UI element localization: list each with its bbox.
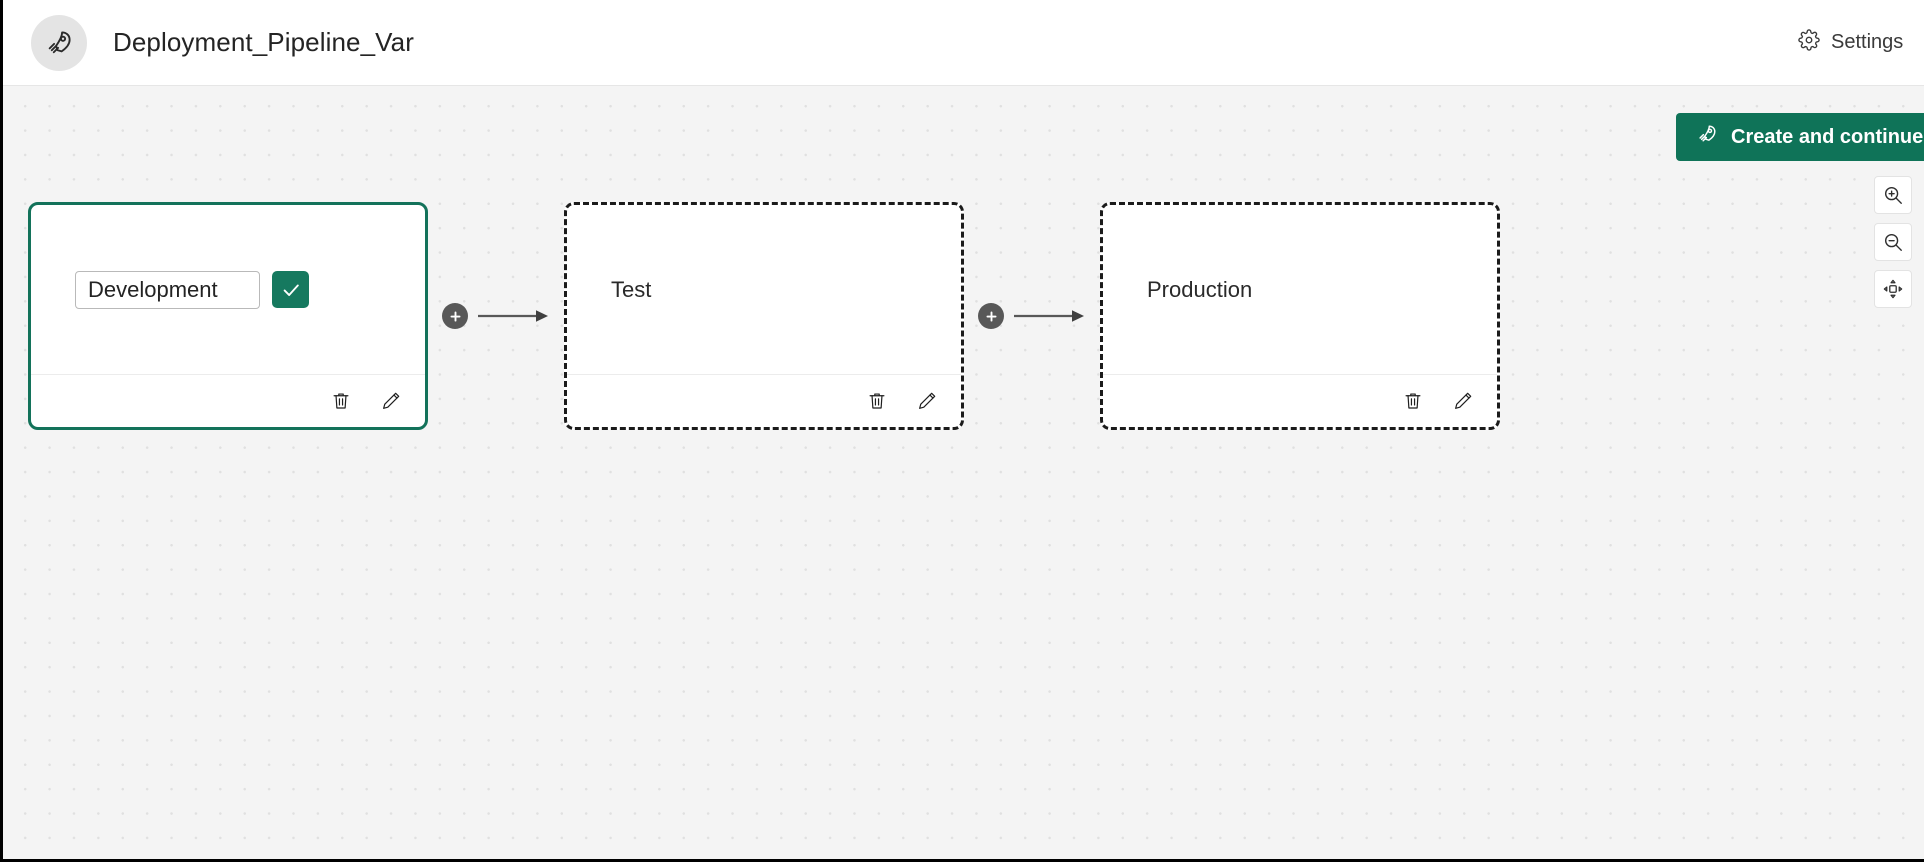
confirm-stage-name-button[interactable] [272,271,309,308]
delete-stage-button[interactable] [327,387,355,415]
stage-card-body: Test [567,205,961,374]
stage-card-footer [567,374,961,427]
fit-to-view-button[interactable] [1874,270,1912,308]
zoom-in-icon [1882,184,1904,206]
zoom-out-button[interactable] [1874,223,1912,261]
canvas-controls [1874,176,1912,308]
delete-stage-button[interactable] [863,387,891,415]
stage-card-test[interactable]: Test [564,202,964,430]
stage-card-production[interactable]: Production [1100,202,1500,430]
trash-icon [1402,390,1424,412]
pencil-icon [380,390,402,412]
stage-card-development[interactable] [28,202,428,430]
trash-icon [330,390,352,412]
add-stage-button[interactable] [978,303,1004,329]
create-and-continue-button[interactable]: Create and continue [1676,113,1924,161]
stage-card-footer [1103,374,1497,427]
trash-icon [866,390,888,412]
stage-card-footer [31,374,425,427]
add-stage-button[interactable] [442,303,468,329]
fit-to-view-icon [1882,278,1904,300]
plus-icon [448,309,463,324]
stage-connector-2 [964,303,1100,329]
app-header: Deployment_Pipeline_Var Settings [3,0,1924,86]
zoom-out-icon [1882,231,1904,253]
stage-name-label: Test [611,276,652,302]
edit-stage-button[interactable] [913,387,941,415]
arrow-right-icon [1014,310,1084,322]
pencil-icon [1452,390,1474,412]
create-and-continue-label: Create and continue [1731,125,1924,148]
settings-label: Settings [1831,31,1904,53]
edit-stage-button[interactable] [1449,387,1477,415]
page-title: Deployment_Pipeline_Var [113,27,414,57]
settings-button[interactable]: Settings [1798,28,1904,57]
stage-name-label: Production [1147,276,1253,302]
rocket-icon [1696,123,1718,151]
stage-card-body: Production [1103,205,1497,374]
zoom-in-button[interactable] [1874,176,1912,214]
stage-name-input[interactable] [75,270,260,309]
pipeline-canvas[interactable]: Create and continue [3,86,1924,859]
edit-stage-button[interactable] [377,387,405,415]
stage-connector-1 [428,303,564,329]
plus-icon [984,309,999,324]
gear-icon [1798,28,1820,57]
header-actions: Settings [1798,28,1924,57]
stage-card-body [31,205,425,374]
arrow-right-icon [478,310,548,322]
pipeline-stage-row: Test [28,202,1500,430]
rocket-icon [31,14,87,71]
stage-name-edit-row [75,270,309,309]
delete-stage-button[interactable] [1399,387,1427,415]
pencil-icon [916,390,938,412]
check-icon [280,279,302,301]
